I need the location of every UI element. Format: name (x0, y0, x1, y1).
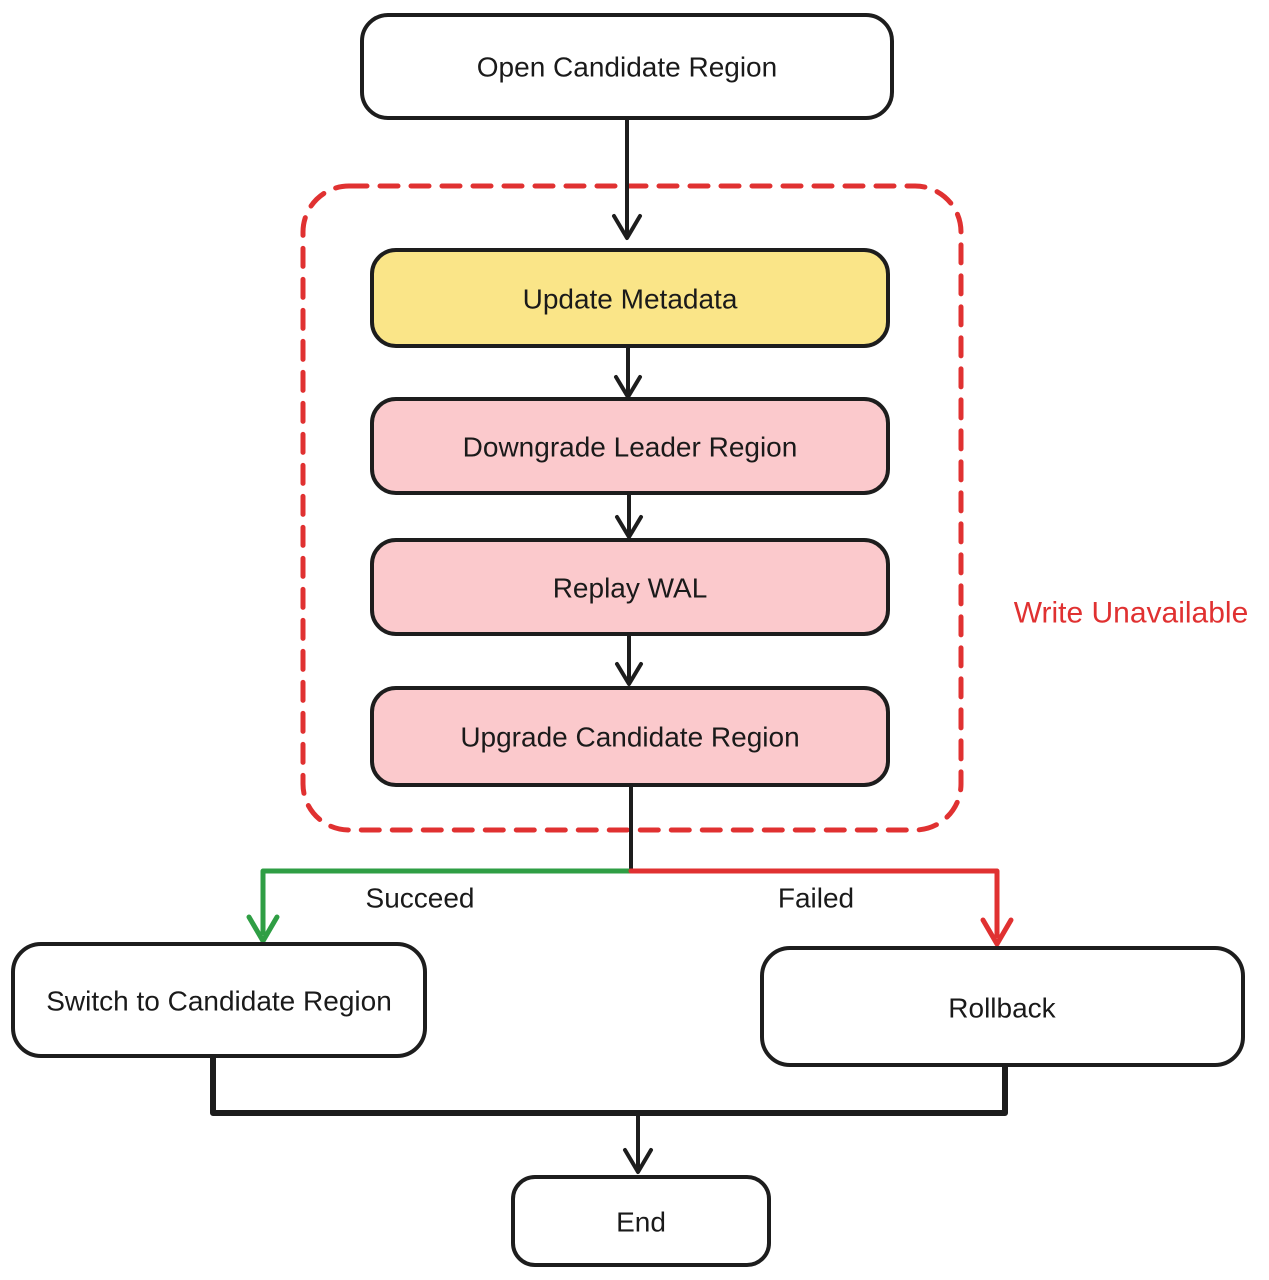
node-downgrade-leader-region: Downgrade Leader Region (370, 397, 890, 495)
node-rollback: Rollback (760, 946, 1245, 1067)
node-upgrade-candidate-region: Upgrade Candidate Region (370, 686, 890, 787)
node-end-shape (511, 1175, 771, 1267)
node-downgrade-leader-region-shape (370, 397, 890, 495)
node-switch-to-candidate-region: Switch to Candidate Region (11, 942, 427, 1058)
arrowhead-replay-wal-to-upgrade (615, 662, 643, 686)
node-end-label: End (616, 1207, 666, 1238)
write-unavailable-group-border (300, 183, 964, 833)
node-replay-wal: Replay WAL (370, 538, 890, 636)
node-replay-wal-label: Replay WAL (553, 573, 708, 604)
arrowhead-merge-down-to-end (623, 1148, 653, 1174)
node-update-metadata: Update Metadata (370, 248, 890, 348)
node-update-metadata-label: Update Metadata (523, 284, 738, 315)
node-rollback-label: Rollback (948, 993, 1056, 1024)
arrowhead-downgrade-to-replay-wal (615, 515, 643, 539)
node-upgrade-candidate-region-label: Upgrade Candidate Region (460, 722, 799, 753)
arrowhead-open-to-update-metadata (612, 214, 642, 240)
node-rollback-shape (760, 946, 1245, 1067)
succeed-edge-label: Succeed (366, 883, 475, 914)
edge-failed-branch (628, 868, 1000, 939)
node-update-metadata-shape (370, 248, 890, 348)
node-switch-to-candidate-region-label: Switch to Candidate Region (46, 986, 392, 1017)
arrowhead-failed-branch (980, 917, 1014, 947)
edge-succeed-branch (260, 868, 634, 936)
node-downgrade-leader-region-label: Downgrade Leader Region (463, 432, 798, 463)
node-open-candidate-region-shape (360, 13, 894, 120)
write-unavailable-annotation: Write Unavailable (1014, 597, 1249, 630)
node-upgrade-candidate-region-shape (370, 686, 890, 787)
node-open-candidate-region-label: Open Candidate Region (477, 52, 777, 83)
node-switch-to-candidate-region-shape (11, 942, 427, 1058)
edge-merge-to-end (210, 1054, 1008, 1116)
failed-edge-label: Failed (778, 883, 854, 914)
arrowhead-succeed-branch (246, 914, 280, 944)
node-open-candidate-region: Open Candidate Region (360, 13, 894, 120)
node-end: End (511, 1175, 771, 1267)
node-replay-wal-shape (370, 538, 890, 636)
